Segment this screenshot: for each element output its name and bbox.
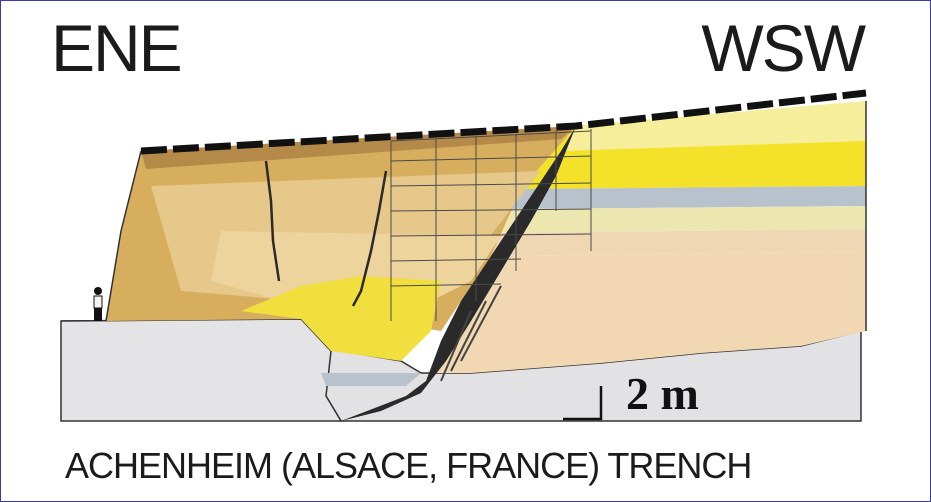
right-direction-label: WSW — [701, 15, 864, 81]
person-figure — [94, 287, 102, 321]
bedrock-left-block — [61, 319, 341, 421]
left-direction-label: ENE — [51, 15, 181, 81]
diagram-caption: ACHENHEIM (ALSACE, FRANCE) TRENCH — [65, 448, 751, 484]
scale-label: 2 m — [626, 371, 699, 417]
left-grey-band — [321, 373, 421, 386]
right-grey-band — [511, 186, 866, 209]
